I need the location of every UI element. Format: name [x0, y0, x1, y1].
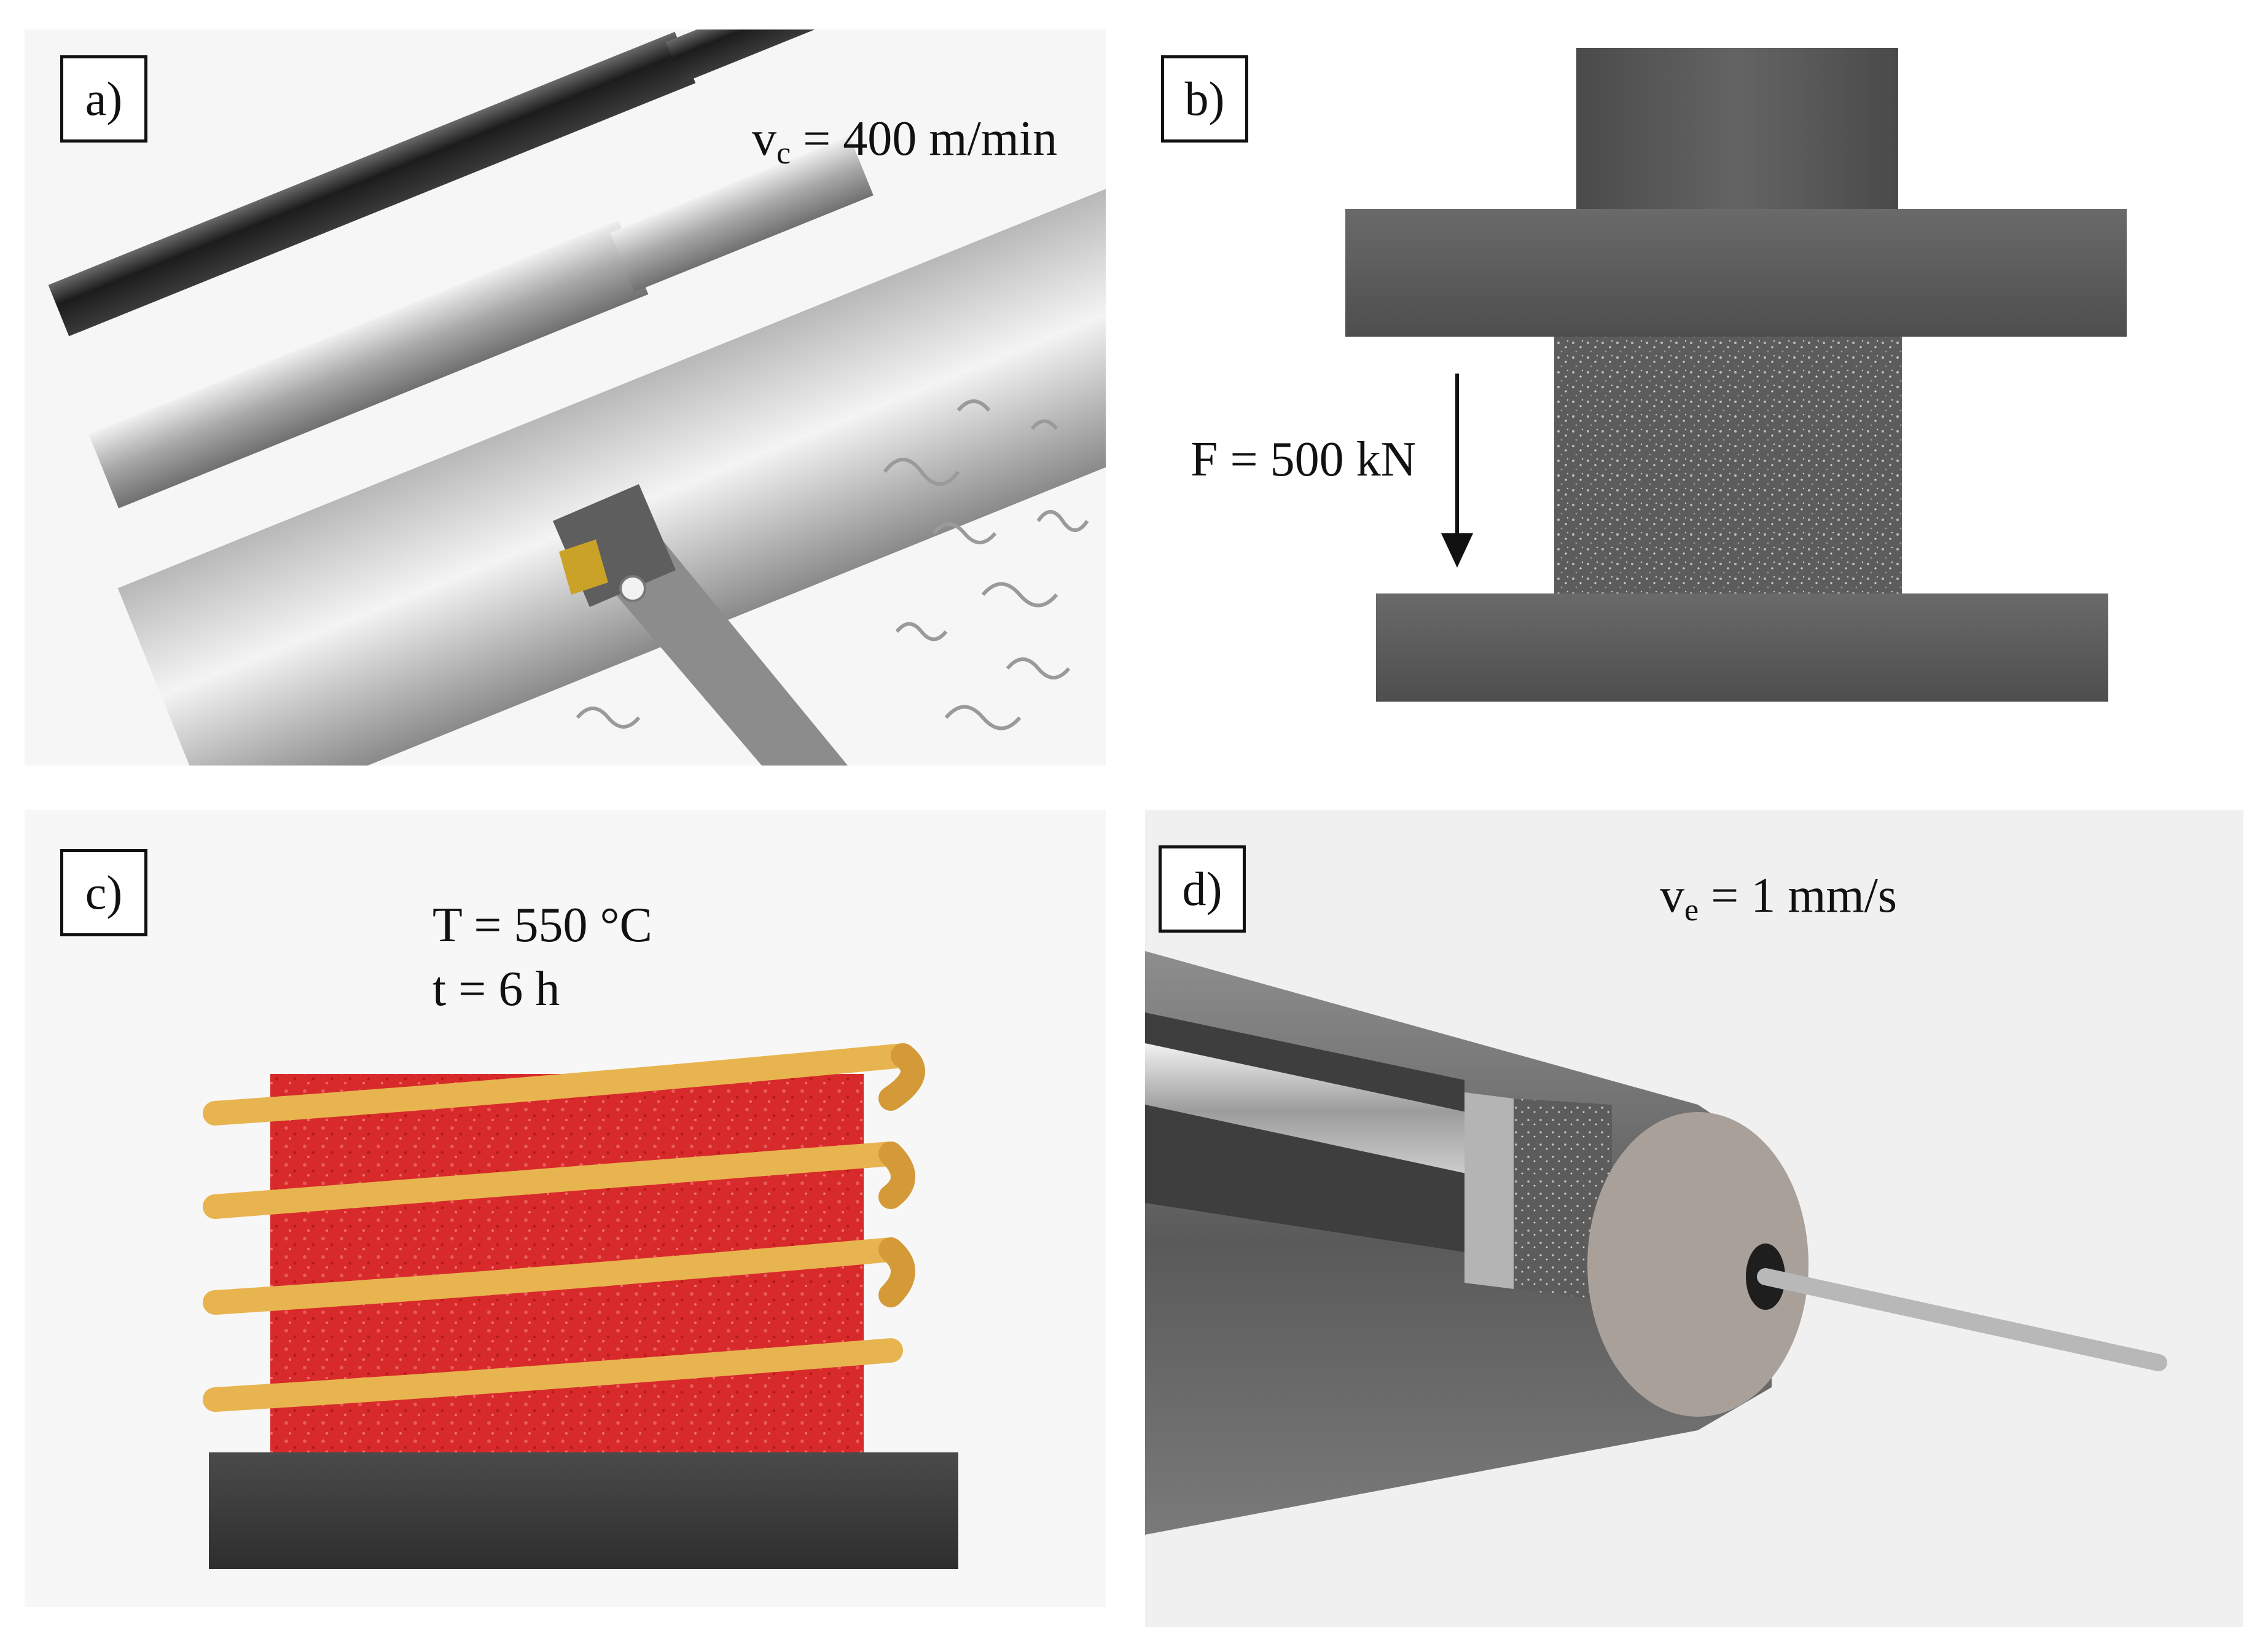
panel-label-b: b) [1161, 55, 1248, 143]
ram [1145, 1043, 1489, 1178]
caption-value: = 1 mm/s [1699, 869, 1898, 923]
extrusion-illustration [1145, 951, 2167, 1535]
upper-platen [1345, 209, 2127, 337]
pressing-illustration [1345, 48, 2127, 702]
workpiece [117, 178, 1106, 766]
caption-symbol: v [752, 112, 776, 166]
time-label: t = 6 h [432, 962, 560, 1016]
caption-subscript: c [776, 136, 791, 171]
caption-value: = 400 m/min [791, 112, 1058, 166]
dummy-block [1464, 1092, 1514, 1289]
powder-billet [1554, 337, 1902, 624]
chips [576, 399, 1089, 730]
force-arrowhead [1441, 533, 1473, 568]
powder-billet [1514, 1099, 1612, 1301]
induction-coil [203, 1043, 915, 1412]
extrusion-speed-label: ve = 1 mm/s [1660, 871, 1897, 926]
caption-subscript: e [1684, 893, 1699, 928]
cutting-speed-label: vc = 400 m/min [752, 114, 1057, 170]
panel-label-d: d) [1159, 845, 1246, 933]
die [1587, 1112, 1809, 1417]
panel-label-a: a) [60, 55, 147, 143]
panel-label-c: c) [60, 849, 147, 936]
tool-holder [553, 484, 848, 766]
coil-back [878, 1043, 925, 1307]
extruded-wire [1757, 1268, 2167, 1371]
panel-b-pressing: b) F = 500 kN [1143, 29, 2243, 766]
heating-illustration [203, 1043, 958, 1569]
panel-a-turning: a) vc = 400 m/min [25, 29, 1106, 766]
dark-bar [48, 29, 979, 337]
lower-platen [1376, 593, 2108, 702]
panel-c-heating: c) T = 550 °C t = 6 h [25, 810, 1106, 1607]
caption-symbol: v [1660, 869, 1684, 923]
light-bar [88, 136, 874, 509]
base-plate [209, 1452, 958, 1569]
cutting-insert [559, 539, 608, 595]
turning-illustration [48, 29, 1106, 766]
panel-d-extrusion: d) ve = 1 mm/s [1145, 810, 2243, 1627]
temperature-label: T = 550 °C [432, 898, 652, 952]
force-label: F = 500 kN [1191, 433, 1417, 487]
